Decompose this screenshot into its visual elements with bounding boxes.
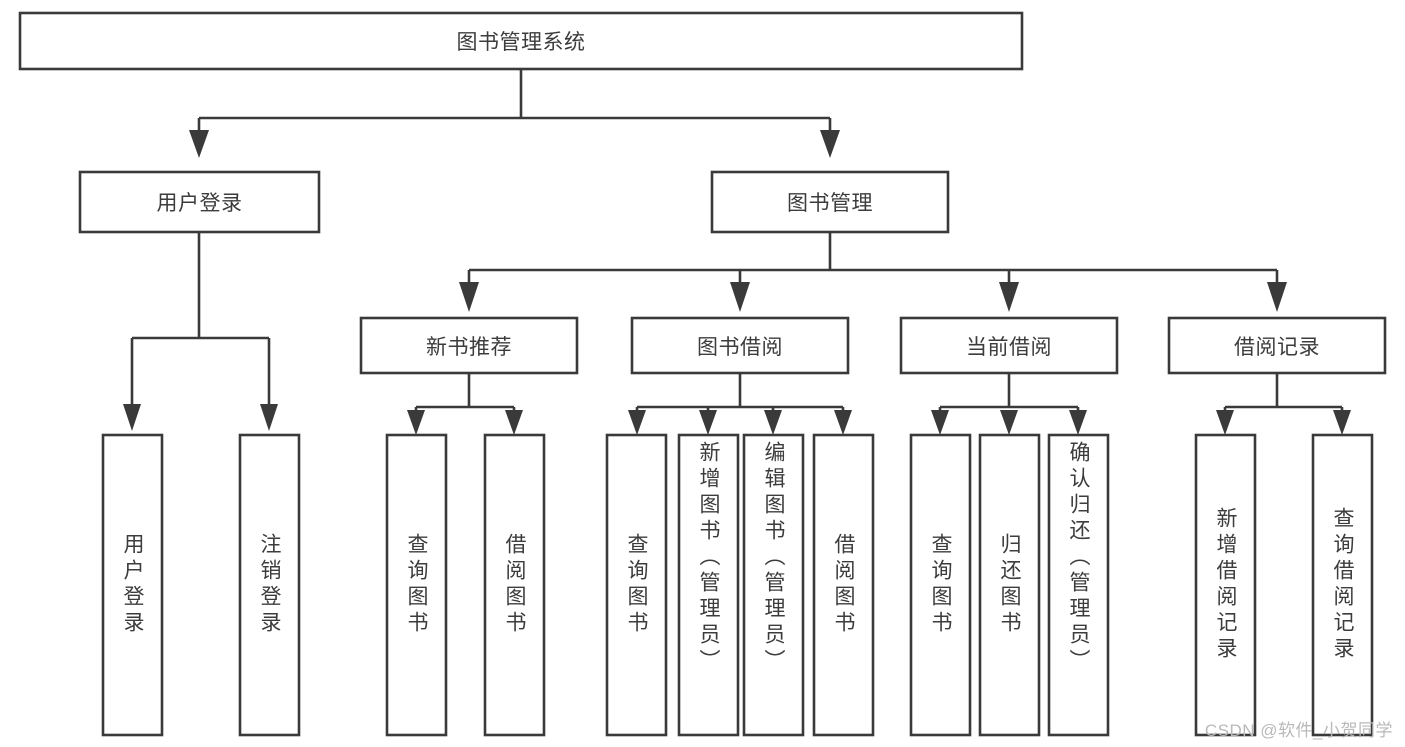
node-box-root[interactable] [18, 11, 1024, 71]
arrow-head-level3-1 [730, 282, 750, 312]
node-box-leaf-borrow-book-bb[interactable] [812, 433, 875, 737]
arrow-head-newbook-0 [407, 410, 425, 435]
node-box-leaf-borrow-book-nb[interactable] [483, 433, 546, 737]
arrow-head-current-0 [931, 410, 949, 435]
node-box-leaf-add-book[interactable] [677, 433, 740, 737]
node-box-user-login[interactable] [78, 170, 321, 234]
node-box-leaf-add-record[interactable] [1194, 433, 1257, 737]
node-box-leaf-edit-book[interactable] [742, 433, 805, 737]
arrow-head-level3-0 [459, 282, 479, 312]
arrow-head-level3-3 [1267, 282, 1287, 312]
arrow-head-records-1 [1333, 410, 1351, 435]
arrow-head-borrow-1 [699, 410, 717, 435]
node-box-leaf-query-book-bb[interactable] [605, 433, 668, 737]
node-box-book-manage[interactable] [710, 170, 950, 234]
arrow-head-level3-2 [999, 282, 1019, 312]
node-box-borrow-records[interactable] [1167, 316, 1387, 375]
arrow-head-records-0 [1216, 410, 1234, 435]
node-box-current-borrow[interactable] [899, 316, 1119, 375]
node-box-book-borrow[interactable] [630, 316, 850, 375]
node-box-new-book-rec[interactable] [359, 316, 579, 375]
node-box-leaf-query-book-cb[interactable] [909, 433, 972, 737]
arrow-head-borrow-2 [764, 410, 782, 435]
node-box-leaf-return-book[interactable] [978, 433, 1041, 737]
node-box-leaf-user-login[interactable] [101, 433, 164, 737]
arrow-head-userlogin-0 [123, 404, 141, 431]
arrow-head-current-1 [1000, 410, 1018, 435]
arrow-head-newbook-1 [505, 410, 523, 435]
node-box-leaf-query-record[interactable] [1311, 433, 1374, 737]
arrow-head-userlogin-1 [260, 404, 278, 431]
arrow-head-current-2 [1069, 410, 1087, 435]
node-box-leaf-query-book-nb[interactable] [385, 433, 448, 737]
node-box-leaf-logout[interactable] [238, 433, 301, 737]
arrow-head-borrow-0 [628, 410, 646, 435]
arrow-head-borrow-3 [834, 410, 852, 435]
node-box-leaf-confirm-return[interactable] [1047, 433, 1110, 737]
arrow-head-level2-1 [820, 130, 840, 158]
arrow-head-level2-0 [189, 130, 209, 158]
watermark-text: CSDN @软件_小贺同学 [1204, 721, 1393, 740]
